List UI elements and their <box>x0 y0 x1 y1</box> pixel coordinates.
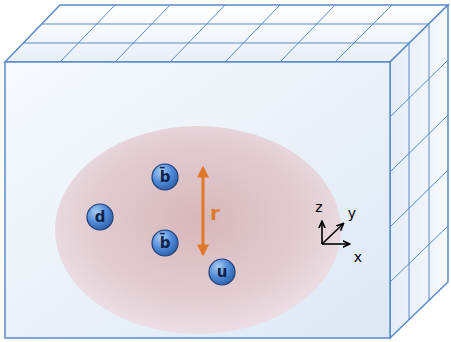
separation-arrow <box>202 168 205 254</box>
axis-label: y <box>348 206 356 220</box>
hadron-region <box>55 126 341 334</box>
quark-label: b̄ <box>151 163 179 191</box>
lattice-side-face <box>390 5 448 338</box>
lattice-top-grid <box>24 5 429 62</box>
distance-label: r <box>210 203 220 223</box>
quark-circle: u <box>208 258 236 286</box>
axes-symbol <box>322 222 349 244</box>
quark-circle: b̄ <box>151 229 179 257</box>
axis-label: x <box>354 250 362 264</box>
lattice-top-face <box>5 5 448 62</box>
lattice-side-grid <box>390 24 448 320</box>
axis-label: z <box>315 200 322 214</box>
quark-label: d <box>86 203 114 231</box>
quark-label: b̄ <box>151 229 179 257</box>
quark-circle: b̄ <box>151 163 179 191</box>
quark-circle: d <box>86 203 114 231</box>
quark-label: u <box>208 258 236 286</box>
lattice-front-face <box>5 62 390 338</box>
